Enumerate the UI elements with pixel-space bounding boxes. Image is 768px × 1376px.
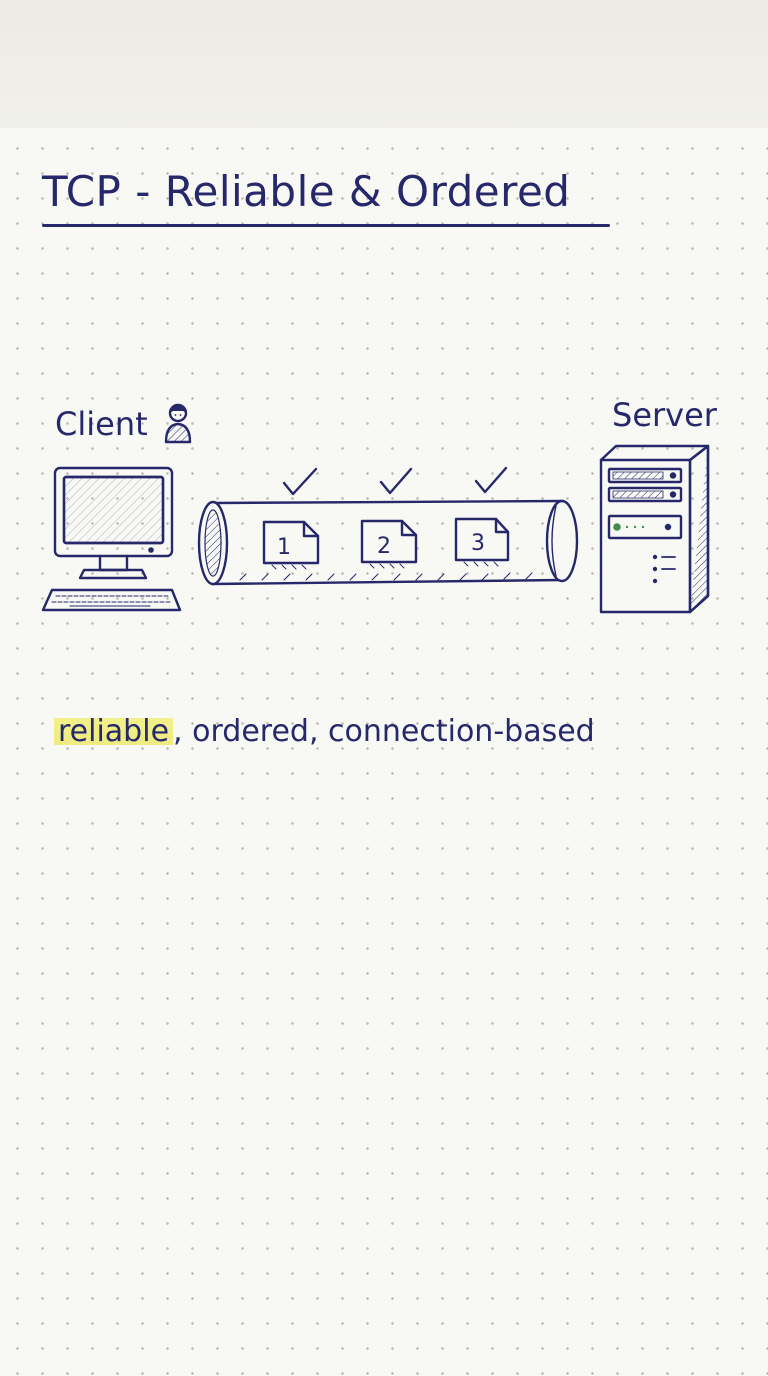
highlighted-term: reliable: [54, 714, 174, 749]
checkmark-icon: [379, 467, 413, 495]
packet-number: 1: [277, 535, 291, 560]
caption-term-connection-based: connection-based: [328, 714, 595, 749]
caption-separator: ,: [308, 714, 329, 749]
computer-icon: [41, 466, 182, 612]
caption-separator: ,: [173, 714, 193, 749]
server-label: Server: [612, 396, 717, 434]
person-icon: [164, 403, 192, 444]
page-title: TCP - Reliable & Ordered: [42, 167, 571, 216]
checkmark-icon: [474, 466, 508, 494]
packet-number: 2: [377, 534, 391, 559]
packet-number: 3: [471, 531, 485, 556]
packet-3: [454, 517, 510, 567]
client-label: Client: [55, 405, 148, 443]
server-tower-icon: [599, 444, 710, 614]
packet-2: [360, 519, 418, 569]
checkmark-icon: [282, 467, 318, 496]
packet-1: [262, 520, 320, 570]
caption-term-ordered: ordered: [192, 714, 309, 749]
title-underline: [42, 224, 610, 227]
dotted-paper: [0, 128, 768, 1376]
caption: reliable, ordered, connection-based: [54, 714, 595, 749]
tube-connection: [197, 499, 579, 586]
